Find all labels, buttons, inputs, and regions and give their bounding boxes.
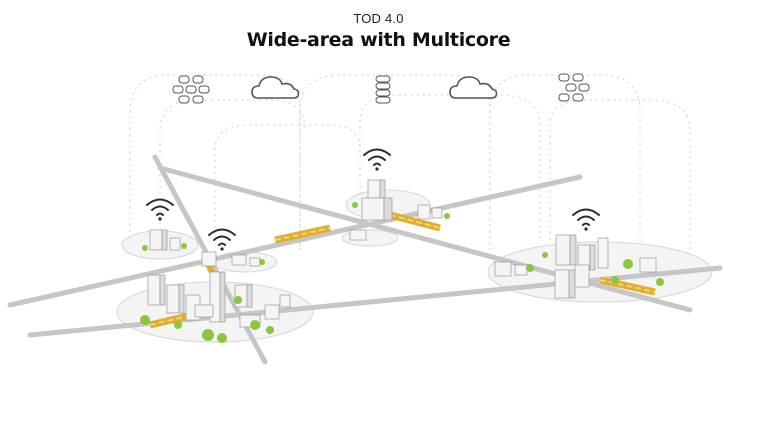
rail-lines <box>149 211 656 329</box>
central-north-hub <box>349 179 450 241</box>
header: TOD 4.0 Wide-area with Multicore <box>0 10 757 52</box>
wifi-icon <box>572 208 600 231</box>
server-stack-icon <box>172 75 210 104</box>
transit-junction <box>201 251 265 267</box>
wifi-icon <box>363 148 391 171</box>
diagram-title: Wide-area with Multicore <box>246 29 511 51</box>
small-west-hub <box>142 229 187 251</box>
west-core-trees <box>140 296 274 343</box>
diagram-subtitle: TOD 4.0 <box>353 11 404 26</box>
wifi-icon <box>208 228 236 251</box>
east-core-trees <box>526 252 664 286</box>
cloud-icon <box>449 76 498 99</box>
wifi-icon <box>146 198 174 221</box>
cloud-icon <box>251 76 300 99</box>
server-stack-icon <box>558 73 590 102</box>
server-stack-icon <box>375 75 391 104</box>
west-core-district <box>147 271 291 328</box>
east-core-district <box>494 234 657 299</box>
